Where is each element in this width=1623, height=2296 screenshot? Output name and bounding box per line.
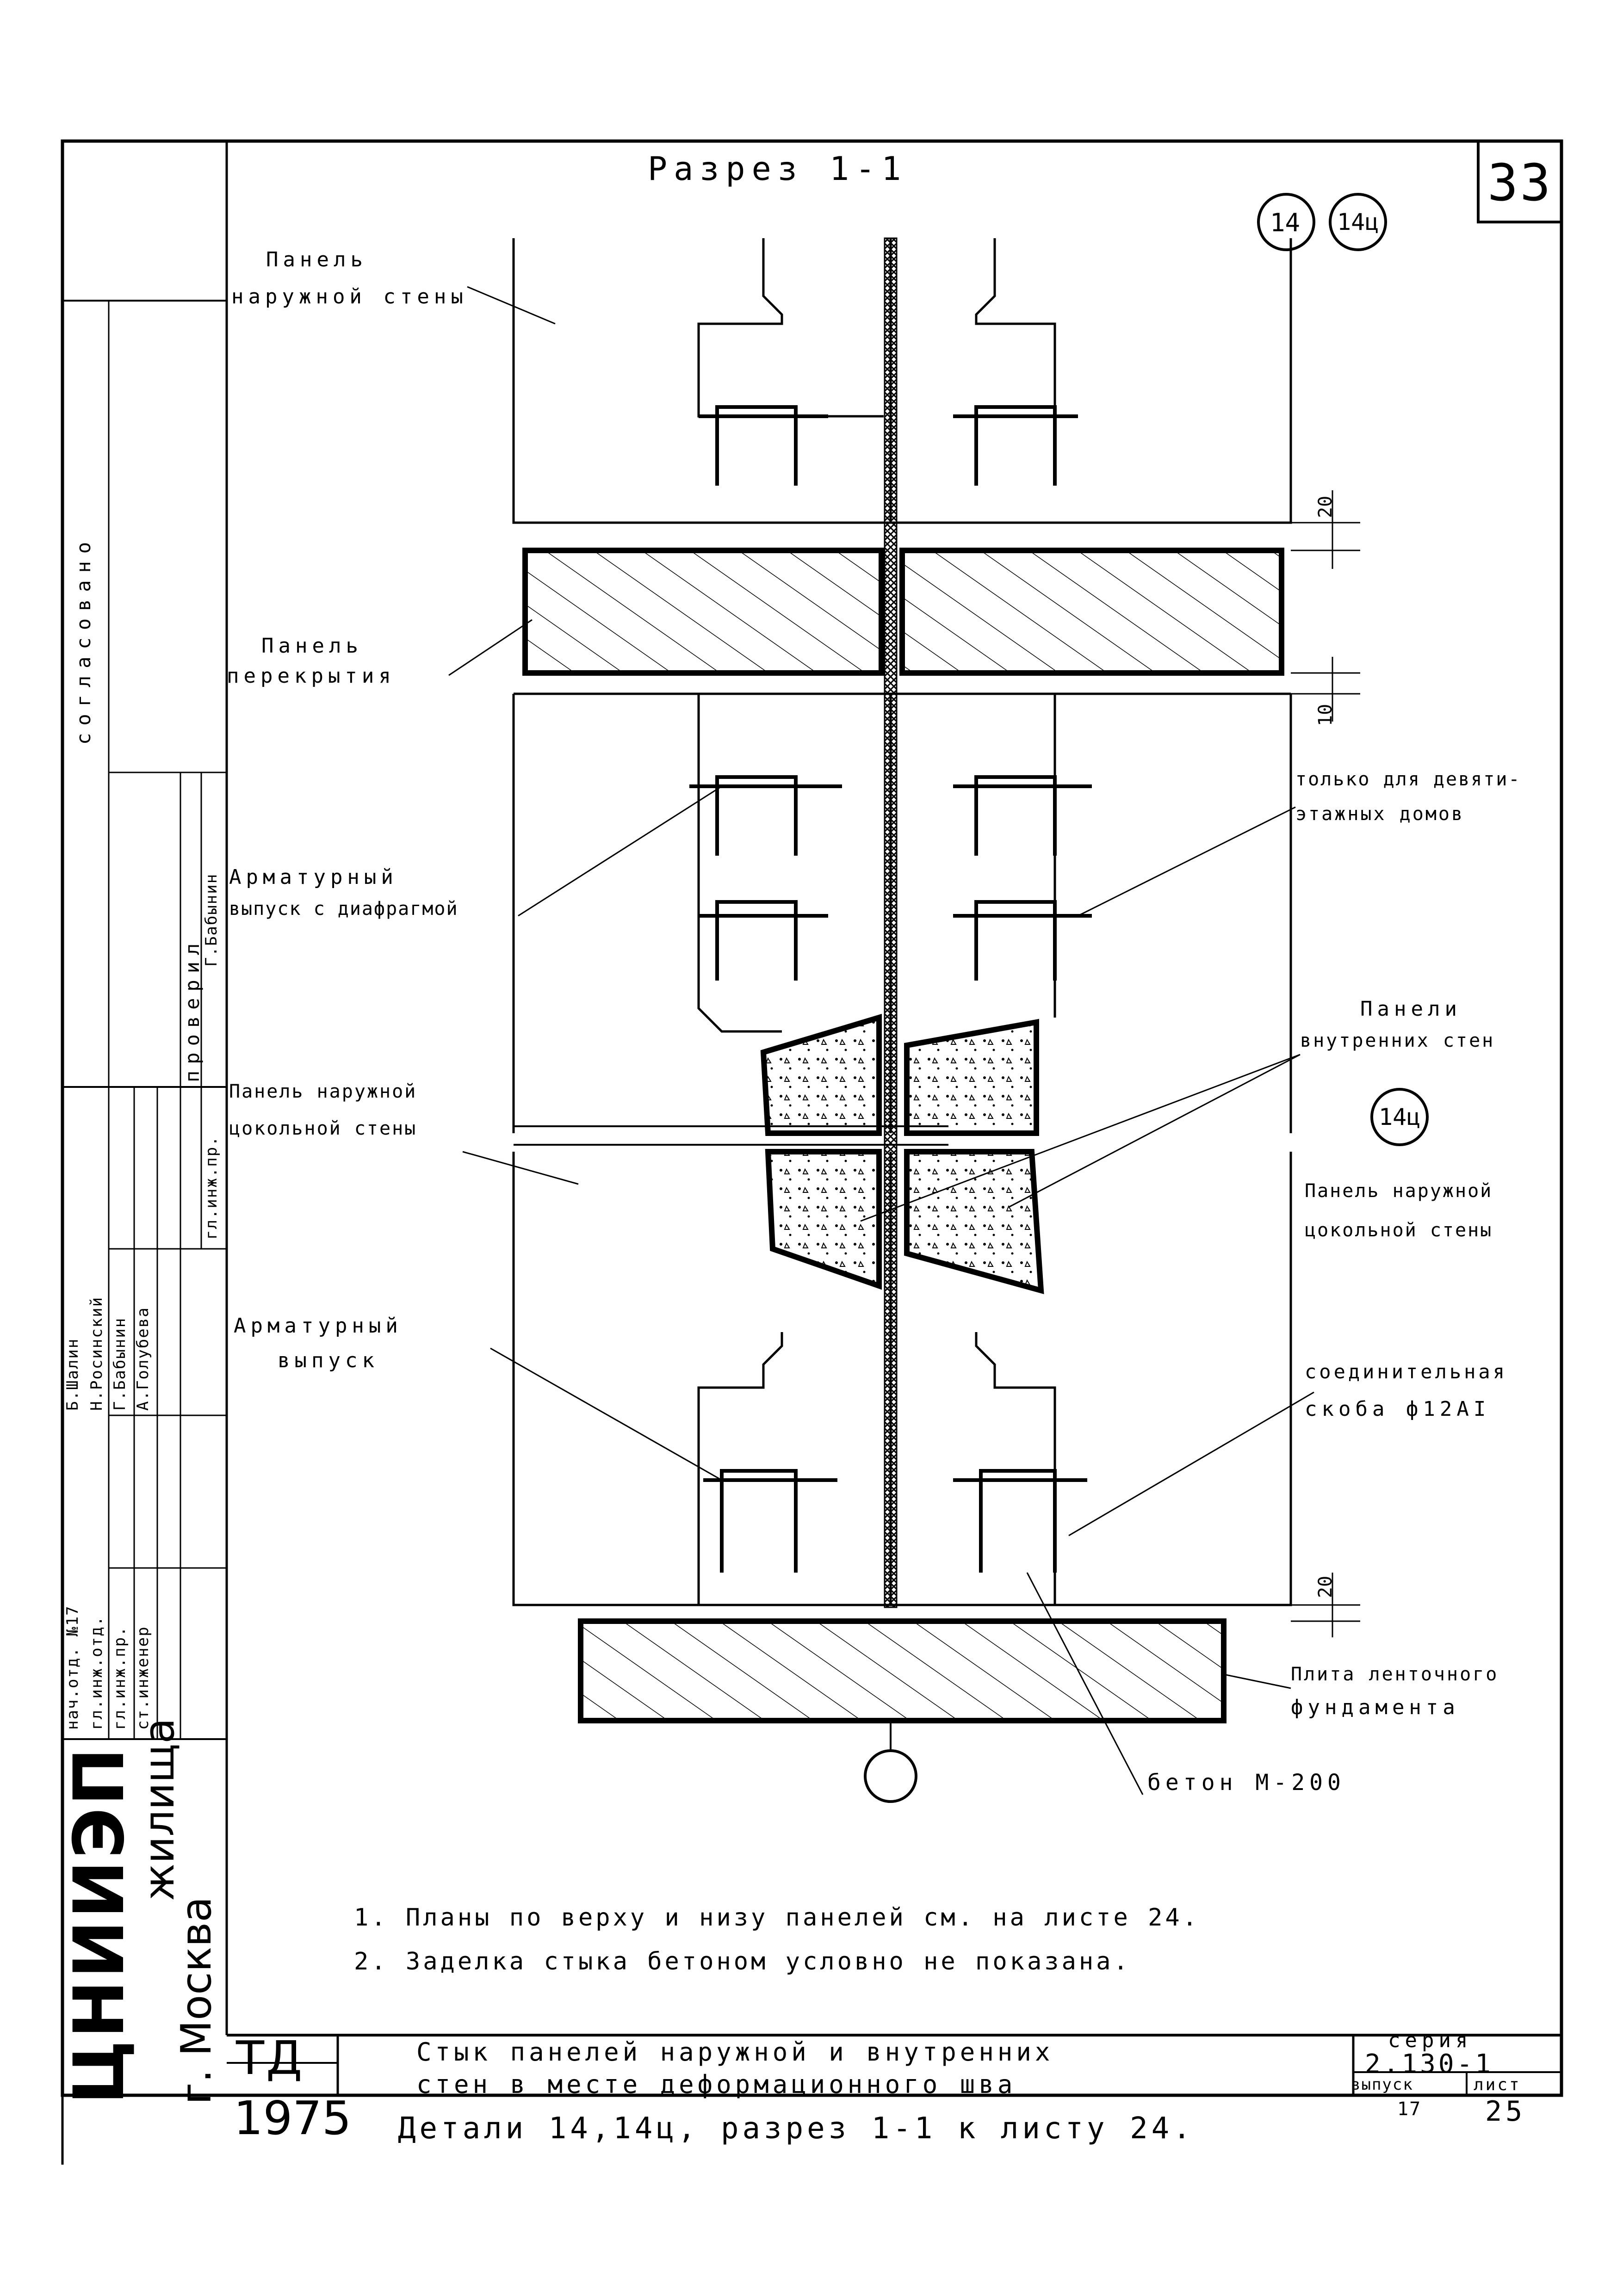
approval-checked: проверил xyxy=(181,937,204,1082)
callout-concrete: бетон М-200 xyxy=(1147,1770,1345,1796)
callout-base-wall-left-1: Панель наружной xyxy=(229,1081,417,1102)
section-title: Разрез 1-1 xyxy=(648,150,908,188)
note-1: 1. Планы по верху и низу панелей см. на … xyxy=(354,1904,1200,1932)
tb-title-1: Стык панелей наружной и внутренних xyxy=(416,2037,1054,2067)
callout-foundation-2: фундамента xyxy=(1291,1696,1460,1719)
name-3: Г.Бабынин xyxy=(111,1317,129,1411)
tb-sheet-value: 25 xyxy=(1485,2095,1526,2128)
rebar-brackets xyxy=(689,405,1092,1573)
callout-floor-panel-2: перекрытия xyxy=(227,664,396,688)
tb-title-2: стен в месте деформационного шва xyxy=(416,2070,1016,2099)
callout-nine-storey-2: этажных домов xyxy=(1295,803,1465,825)
callout-rebar-diaphragm-1: Арматурный xyxy=(229,865,398,889)
name-4: А.Голубева xyxy=(134,1307,152,1411)
floor-slabs xyxy=(522,548,1284,676)
callout-nine-storey-1: только для девяти- xyxy=(1295,769,1521,790)
dimension-10: 10 xyxy=(1315,704,1336,726)
tb-sheet-label: лист xyxy=(1474,2075,1521,2094)
role-2: гл.инж.отд. xyxy=(87,1615,106,1730)
checker-name: Г.Бабынин xyxy=(202,873,221,967)
tb-issue-label: выпуск xyxy=(1351,2075,1413,2094)
dimension-20-top: 20 xyxy=(1315,495,1336,518)
callout-base-wall-right-2: цокольной стены xyxy=(1305,1220,1493,1241)
tb-issue-value: 17 xyxy=(1397,2098,1422,2120)
sheet-corner-number: 33 xyxy=(1487,153,1553,212)
organization-name: ЦНИИЭП xyxy=(59,1746,140,2105)
strip-foundation xyxy=(578,1618,1227,1723)
wall-panels xyxy=(512,238,1292,1606)
callout-foundation-1: Плита ленточного xyxy=(1291,1664,1499,1685)
callout-rebar-outlet-1: Арматурный xyxy=(234,1314,403,1338)
callout-bracket-2: скоба ф12AI xyxy=(1305,1397,1491,1421)
role-1: нач.отд. №17 xyxy=(63,1605,82,1730)
callout-rebar-diaphragm-2: выпуск с диафрагмой xyxy=(229,898,458,920)
dimension-20-bottom: 20 xyxy=(1315,1575,1336,1598)
deformation-joint xyxy=(884,237,898,1608)
callout-inner-panels-2: внутренних стен xyxy=(1300,1030,1495,1051)
organization-subtitle: жилища xyxy=(135,1718,184,1901)
detail-marker-14c-lower: 14ц xyxy=(1379,1104,1421,1130)
callout-base-wall-right-1: Панель наружной xyxy=(1305,1180,1493,1202)
tb-title-3: Детали 14,14ц, разрез 1-1 к листу 24. xyxy=(398,2111,1195,2146)
role-4: ст.инженер xyxy=(134,1626,152,1730)
dimension-lines xyxy=(1291,490,1360,1637)
checker-role: гл.инж.пр. xyxy=(202,1136,221,1240)
tb-year: 1975 xyxy=(234,2091,352,2145)
callout-outer-wall-2: наружной стены xyxy=(231,285,468,309)
inner-wall-panels xyxy=(760,1013,1044,1295)
callout-rebar-outlet-2: выпуск xyxy=(278,1349,379,1372)
detail-marker-14c: 14ц xyxy=(1337,209,1379,235)
detail-marker-circles xyxy=(1257,193,1429,1146)
approval-agreed: согласовано xyxy=(72,534,95,745)
detail-marker-14: 14 xyxy=(1270,208,1301,237)
note-2: 2. Заделка стыка бетоном условно не пока… xyxy=(354,1948,1131,1975)
tb-series-label: серия xyxy=(1388,2029,1473,2052)
role-3: гл.инж.пр. xyxy=(111,1626,129,1730)
callout-base-wall-left-2: цокольной стены xyxy=(229,1118,417,1139)
callout-floor-panel-1: Панель xyxy=(261,634,363,658)
tb-series-value: 2.130-1 xyxy=(1365,2049,1494,2079)
tb-code: ТД xyxy=(236,2031,304,2085)
name-2: Н.Росинский xyxy=(87,1296,106,1411)
name-1: Б.Шалин xyxy=(63,1338,82,1411)
callout-bracket-1: соединительная xyxy=(1305,1360,1508,1383)
callout-inner-panels-1: Панели xyxy=(1360,997,1462,1021)
callout-outer-wall-1: Панель xyxy=(266,248,367,272)
grid-axis-bubble xyxy=(864,1749,917,1803)
organization-city: г. Москва xyxy=(172,1896,221,2105)
drawing-frame xyxy=(61,139,1563,2165)
leader-lines xyxy=(448,286,1314,1795)
